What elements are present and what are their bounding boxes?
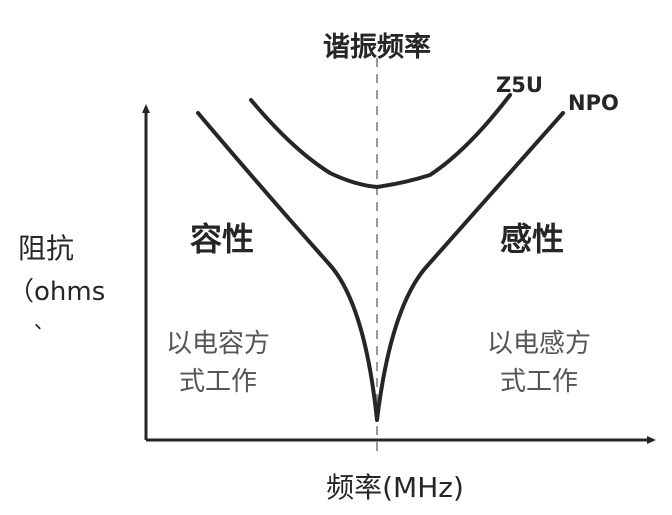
capacitive-desc-line2: 式工作 (179, 367, 257, 397)
inductive-desc-line2: 式工作 (500, 367, 578, 397)
capacitive-heading: 容性 (190, 220, 254, 258)
capacitive-desc-line1: 以电容方 (166, 329, 270, 359)
curve-label-npo: NPO (568, 91, 619, 115)
y-axis-unit-tail: 、 (34, 309, 54, 333)
y-axis-unit: （ohms (8, 277, 105, 307)
curve-label-z5u: Z5U (496, 73, 543, 97)
inductive-heading: 感性 (500, 220, 564, 258)
y-axis-label: 阻抗 (18, 232, 74, 265)
inductive-desc-line1: 以电感方 (487, 329, 591, 359)
curve-z5u (249, 93, 512, 189)
curve-npo (196, 111, 565, 422)
diagram-title: 谐振频率 (323, 31, 431, 63)
x-axis-label: 频率(MHz) (326, 471, 464, 504)
